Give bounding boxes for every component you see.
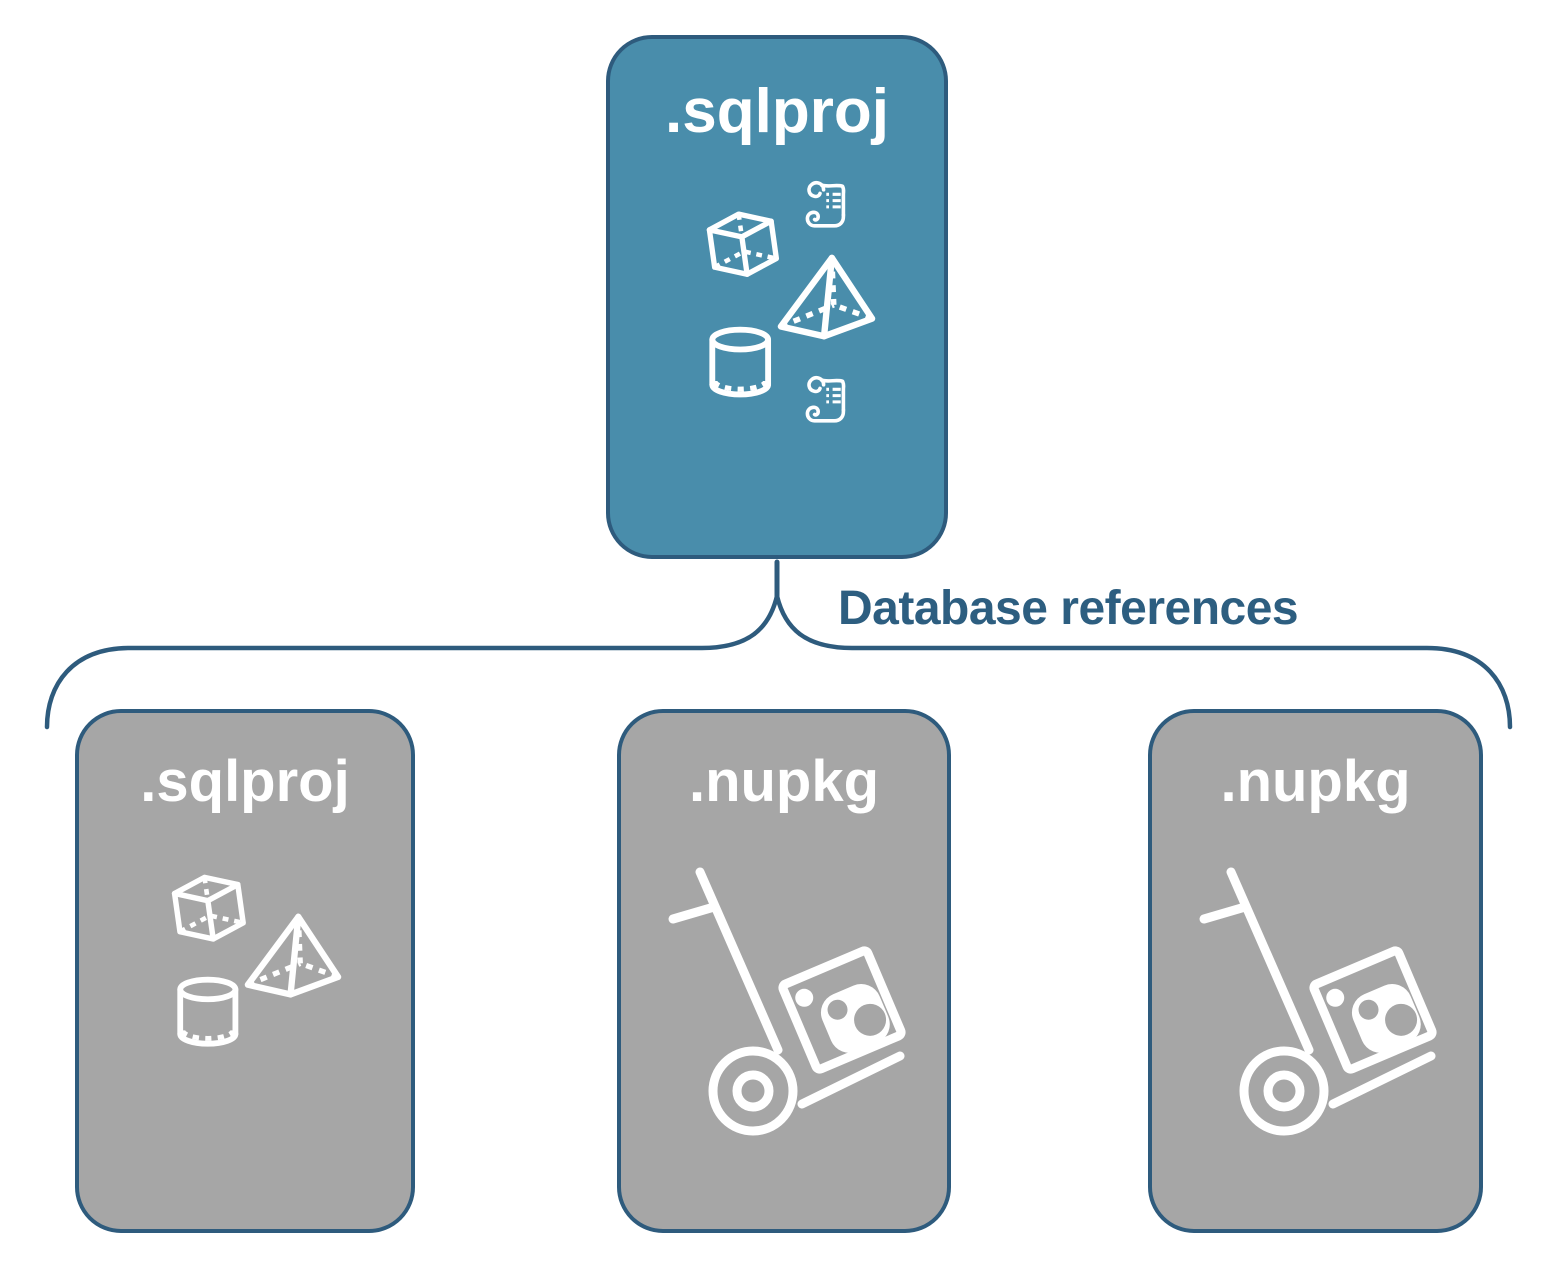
scroll-icon xyxy=(805,376,846,423)
node-child-nupkg: .nupkg xyxy=(617,709,951,1233)
nuget-package xyxy=(778,946,906,1074)
pyramid-icon xyxy=(777,254,876,340)
cylinder-icon xyxy=(177,976,239,1047)
child-node-title: .nupkg xyxy=(1220,749,1411,814)
node-child-sqlproj: .sqlproj xyxy=(75,709,415,1233)
sql-objects-and-scripts-icons xyxy=(706,181,876,423)
cylinder-icon xyxy=(709,326,772,398)
child-node-title: .nupkg xyxy=(688,749,880,814)
root-node-title: .sqlproj xyxy=(665,77,889,146)
sql-objects-icons xyxy=(171,874,342,1047)
child-node-title: .sqlproj xyxy=(140,749,350,814)
connector-label: Database references xyxy=(838,582,1299,635)
scroll-icon xyxy=(805,181,846,228)
nuget-package xyxy=(1309,946,1437,1074)
package-dolly-icon xyxy=(668,867,906,1136)
node-child-nupkg: .nupkg xyxy=(1148,709,1483,1233)
cube-icon xyxy=(706,211,780,277)
cube-icon xyxy=(171,874,246,942)
pyramid-icon xyxy=(244,913,342,998)
node-root-sqlproj: .sqlproj xyxy=(606,35,948,559)
package-dolly-icon xyxy=(1199,867,1437,1136)
